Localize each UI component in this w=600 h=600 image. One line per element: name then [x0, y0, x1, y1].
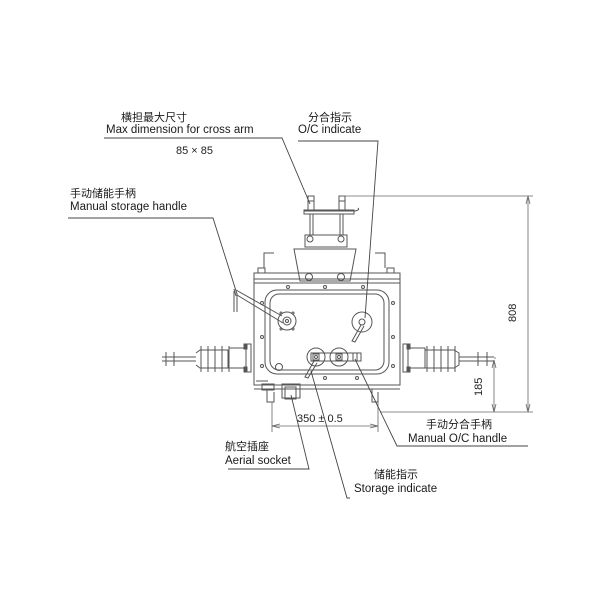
- cross-arm-bracket: [293, 195, 360, 282]
- cross-arm-dimension: 85 × 85: [176, 145, 214, 157]
- storage-handle-label-en: Manual storage handle: [70, 201, 187, 213]
- storage-handle: [233, 288, 297, 331]
- storage-handle-label-zh: 手动储能手柄: [70, 187, 136, 200]
- dimension-185: [491, 357, 497, 413]
- lifting-brackets: [257, 252, 395, 274]
- aerial-socket-label-en: Aerial socket: [225, 455, 291, 467]
- cross-arm-label-zh: 横担最大尺寸: [121, 111, 187, 124]
- left-bushing: [162, 343, 252, 373]
- cross-arm-label-en: Max dimension for cross arm: [106, 124, 254, 136]
- total-height-dimension: 808: [507, 303, 519, 322]
- dimension-808: [340, 195, 533, 413]
- right-bushing: [402, 343, 494, 373]
- enclosure: [253, 272, 401, 403]
- storage-indicate-label-zh: 储能指示: [374, 468, 418, 481]
- oc-handle-label-zh: 手动分合手柄: [426, 418, 492, 431]
- oc-handle-label-en: Manual O/C handle: [408, 433, 508, 445]
- bushing-height-dimension: 185: [473, 377, 485, 396]
- storage-indicate-label-en: Storage indicate: [354, 483, 438, 495]
- mount-width-dimension: 350 ± 0.5: [297, 413, 343, 425]
- oc-indicate-label-zh: 分合指示: [308, 111, 352, 124]
- oc-indicator: [351, 311, 373, 343]
- aerial-socket-label-zh: 航空插座: [225, 440, 269, 453]
- oc-indicate-label-en: O/C indicate: [298, 124, 362, 136]
- leader-lines: [68, 137, 528, 499]
- oc-handle-assembly: [304, 347, 362, 379]
